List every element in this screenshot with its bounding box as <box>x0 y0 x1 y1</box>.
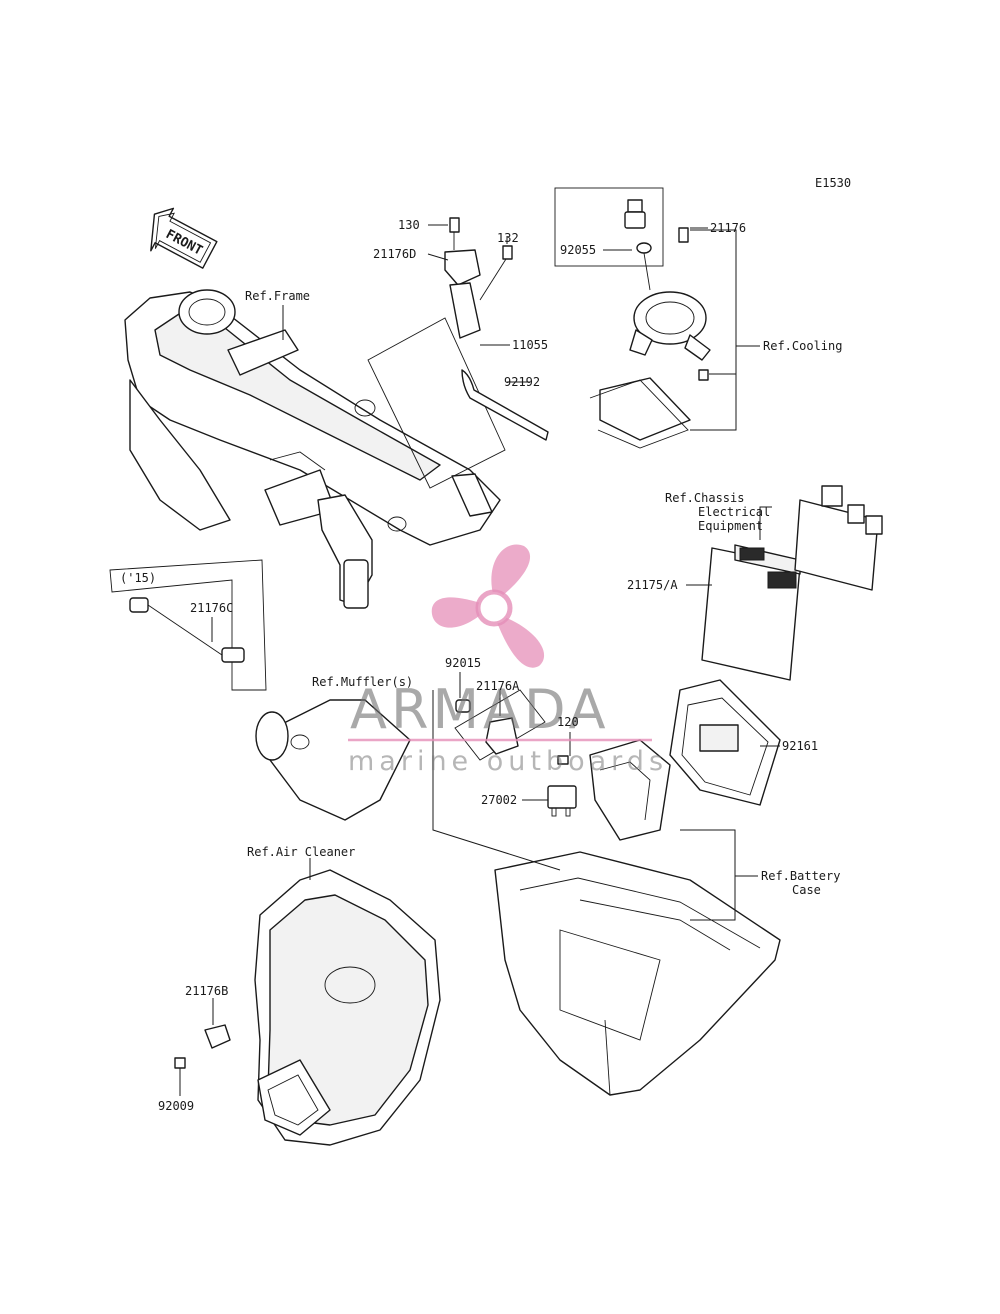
watermark-tagline: marine outboards <box>348 746 668 777</box>
label-21176: 21176 <box>710 221 746 235</box>
label-21176D: 21176D <box>373 247 416 261</box>
label-ref-air-cleaner: Ref.Air Cleaner <box>247 845 355 859</box>
label-ref-frame: Ref.Frame <box>245 289 310 303</box>
label-92192: 92192 <box>504 375 540 389</box>
diagram-id: E1530 <box>815 176 851 190</box>
watermark-brand: ARMADA <box>350 678 610 741</box>
sensor-21176D-group <box>367 217 549 489</box>
label-21176A: 21176A <box>476 679 520 693</box>
label-ref-muffler: Ref.Muffler(s) <box>312 675 413 689</box>
label-ref-chassis-2: Electrical <box>698 505 770 519</box>
label-11055: 11055 <box>512 338 548 352</box>
label-ref-battery-1: Ref.Battery <box>761 869 840 883</box>
part-labels: 130 132 21176D 11055 92192 21176 92055 R… <box>120 218 842 1113</box>
label-130: 130 <box>398 218 420 232</box>
label-21176C: 21176C <box>190 601 233 615</box>
label-ref-chassis-3: Equipment <box>698 519 763 533</box>
propeller-logo-icon <box>431 544 545 668</box>
label-132: 132 <box>497 231 519 245</box>
sensor-21176A-group <box>454 689 577 817</box>
label-21175A: 21175/A <box>627 578 678 592</box>
label-92161: 92161 <box>782 739 818 753</box>
muffler-group <box>109 559 411 821</box>
ecu-group <box>701 485 883 681</box>
label-ref-battery-2: Case <box>792 883 821 897</box>
label-27002: 27002 <box>481 793 517 807</box>
label-21176B: 21176B <box>185 984 228 998</box>
label-ref-cooling: Ref.Cooling <box>763 339 842 353</box>
frame-assembly <box>124 289 501 609</box>
ecu-holder-group <box>669 679 781 806</box>
label-120: 120 <box>557 715 579 729</box>
label-ref-chassis-1: Ref.Chassis <box>665 491 744 505</box>
air-cleaner-group <box>174 869 441 1146</box>
label-year-15: ('15) <box>120 571 156 585</box>
label-92055: 92055 <box>560 243 596 257</box>
label-92009: 92009 <box>158 1099 194 1113</box>
watermark: ARMADA marine outboards <box>348 544 668 777</box>
front-arrow-icon: FRONT <box>150 207 218 269</box>
leader-lines <box>179 224 780 1096</box>
battery-case-group <box>494 739 781 1096</box>
label-92015: 92015 <box>445 656 481 670</box>
sensor-21176-group <box>554 187 711 449</box>
